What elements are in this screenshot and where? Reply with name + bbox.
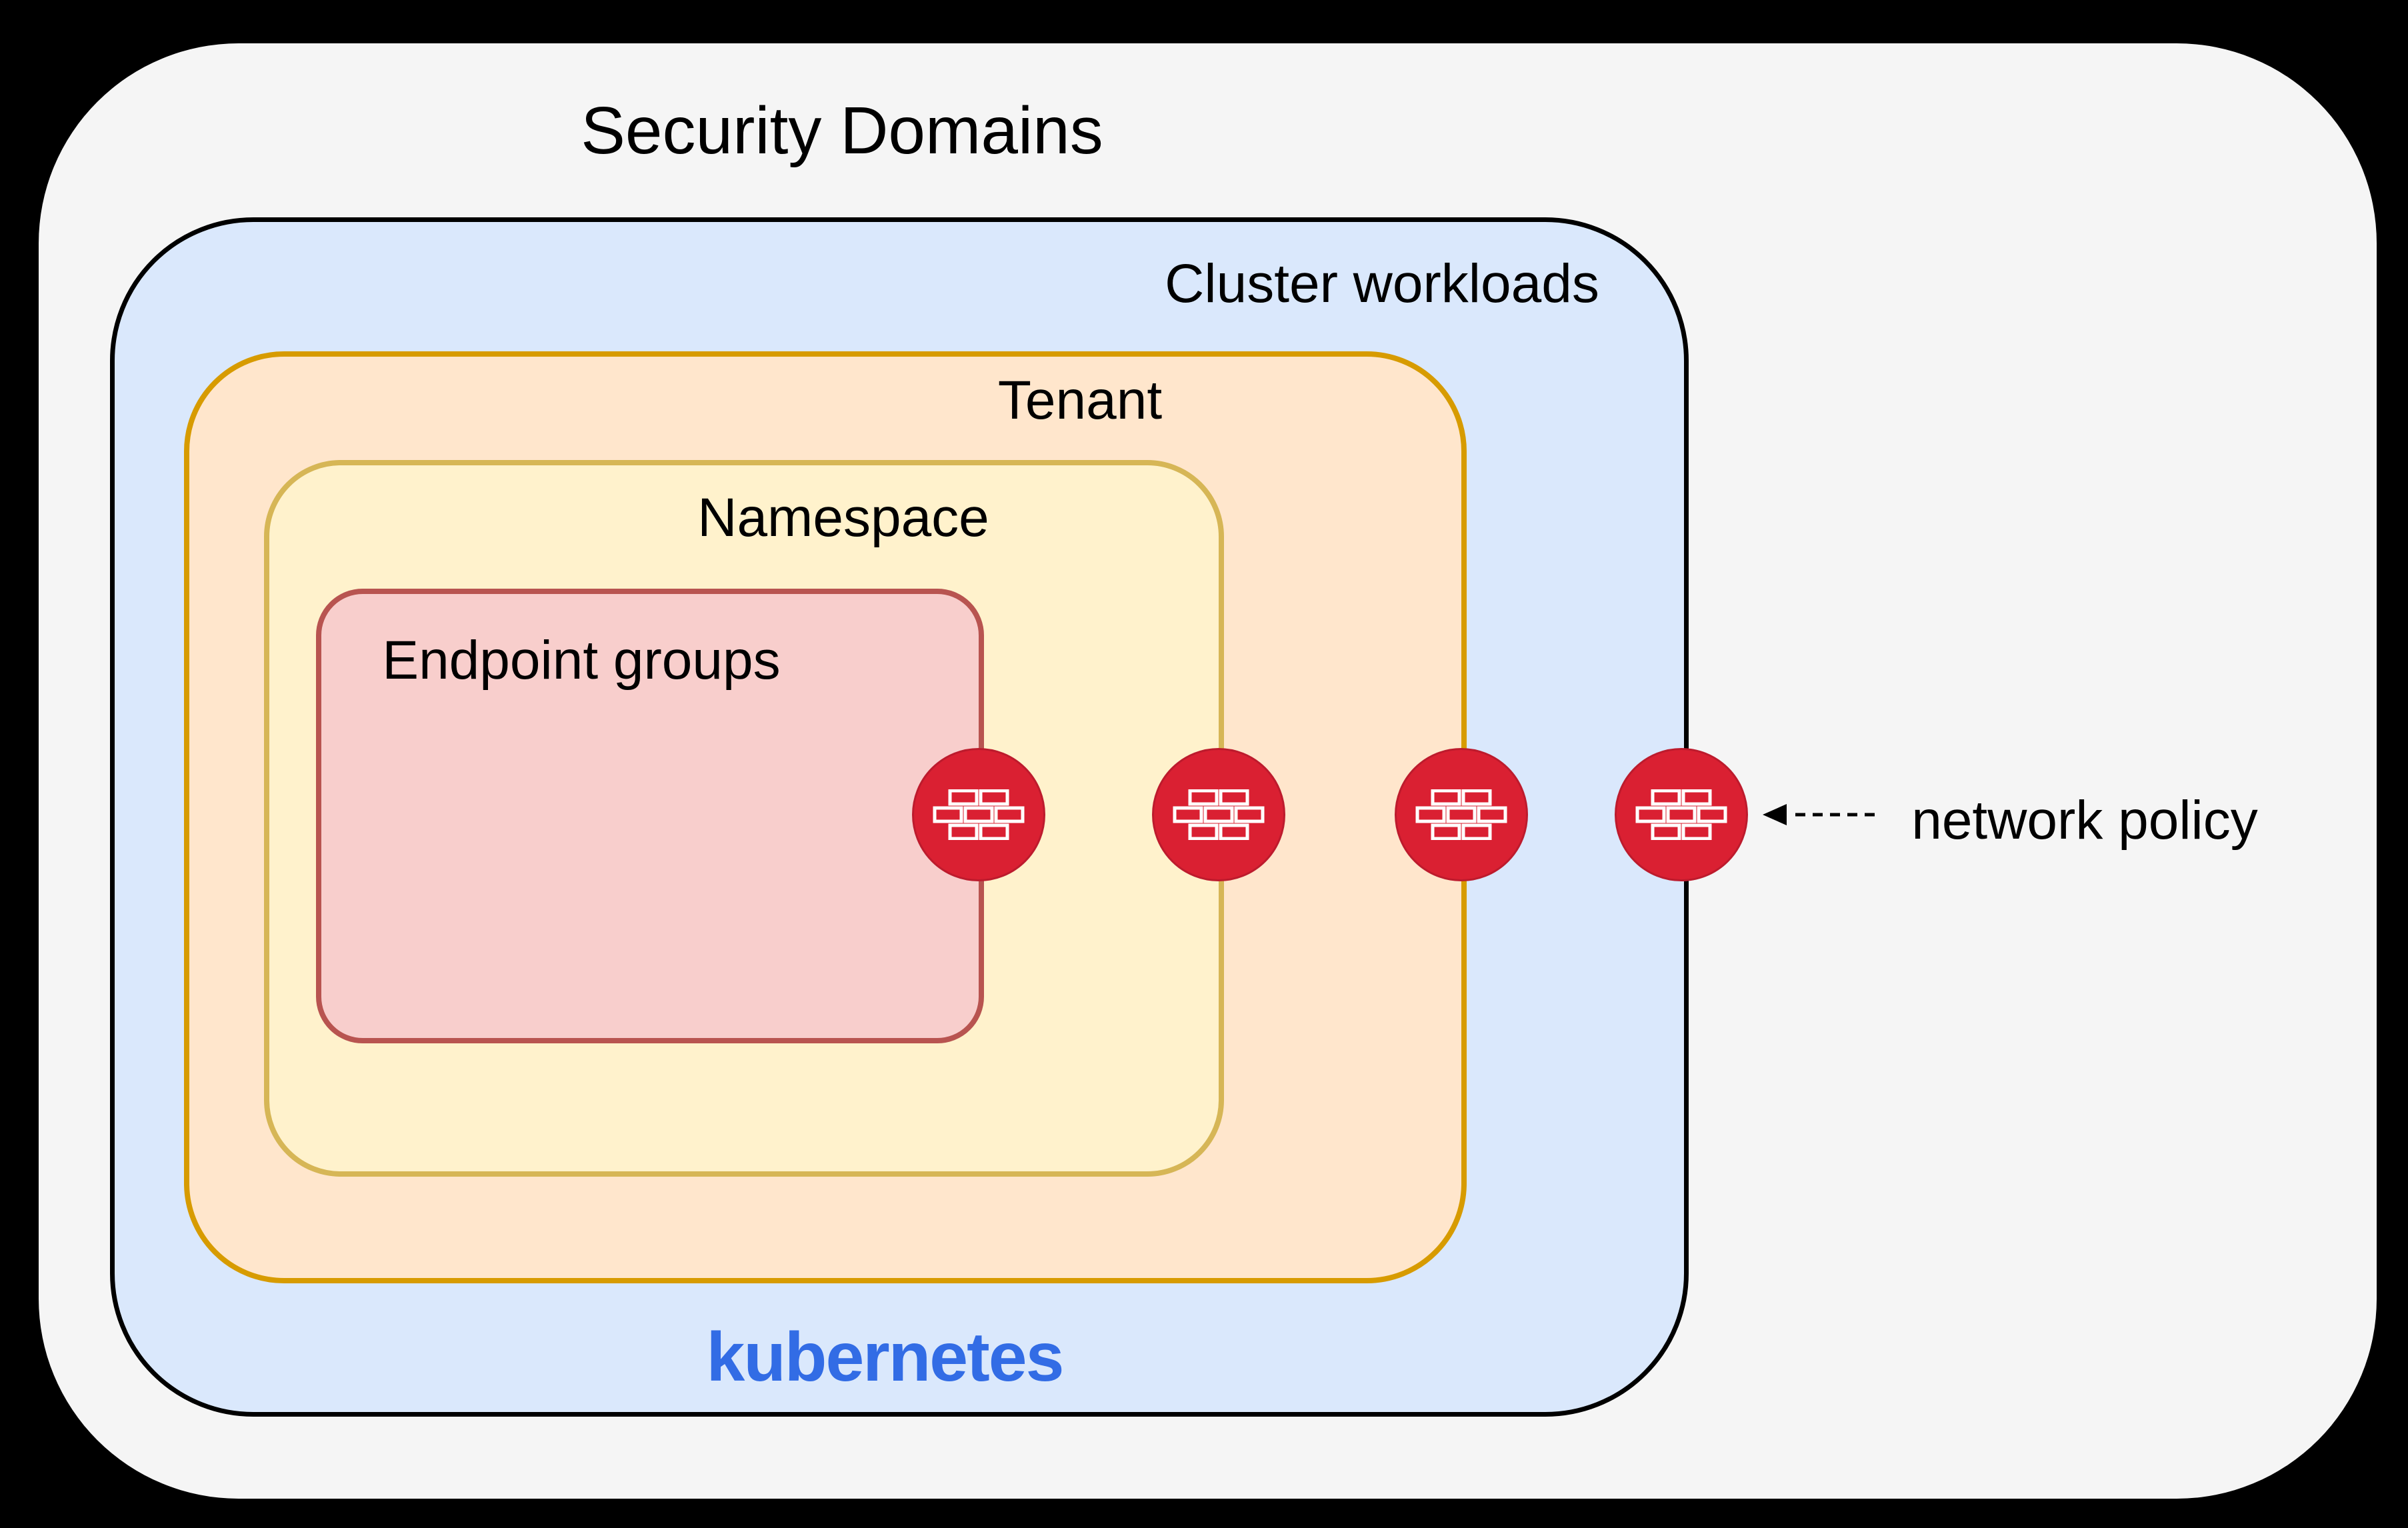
brick-wall-icon xyxy=(1173,789,1265,840)
network-policy-label: network policy xyxy=(1911,789,2258,851)
diagram-title: Security Domains xyxy=(581,93,1103,168)
firewall-icon xyxy=(1615,748,1748,881)
brick-wall-icon xyxy=(1415,789,1507,840)
firewall-icon xyxy=(1395,748,1528,881)
kubernetes-wordmark: kubernetes xyxy=(706,1318,1065,1396)
tenant-label: Tenant xyxy=(997,369,1163,431)
domain-box-endpoint-groups xyxy=(316,589,984,1043)
firewall-icon xyxy=(912,748,1045,881)
endpoint-groups-label: Endpoint groups xyxy=(382,629,781,691)
cluster-workloads-label: Cluster workloads xyxy=(1165,253,1599,314)
brick-wall-icon xyxy=(1635,789,1727,840)
network-policy-arrow xyxy=(1763,804,1875,825)
brick-wall-icon xyxy=(933,789,1025,840)
firewall-icon xyxy=(1152,748,1285,881)
namespace-label: Namespace xyxy=(697,487,989,548)
